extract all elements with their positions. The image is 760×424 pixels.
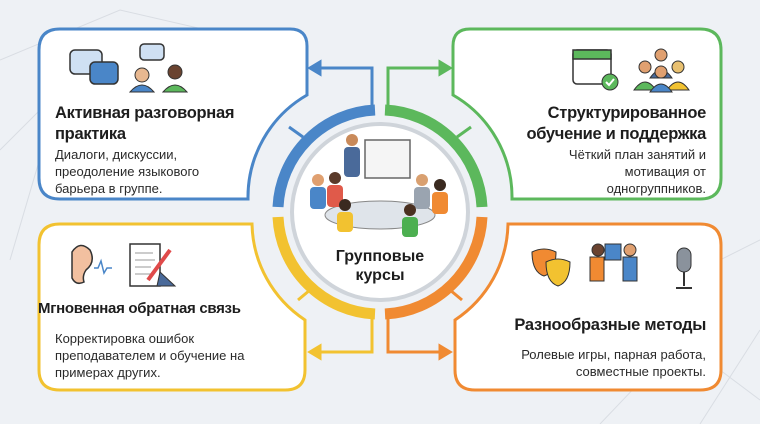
card-structured-title: Структурированное обучение и поддержка [526, 104, 706, 143]
document-pen-icon [129, 243, 177, 287]
card-speaking-description: Диалоги, дискуссии, преодоление языковог… [55, 147, 200, 196]
card-structured-frame [451, 27, 723, 201]
theater-masks-icon [531, 248, 571, 287]
card-feedback-frame [37, 222, 307, 392]
card-feedback-title: Мгновенная обратная связь [38, 300, 241, 317]
calendar-check-icon [572, 49, 619, 91]
center-title: Групповые курсы [335, 248, 425, 284]
card-methods-title: Разнообразные методы [514, 316, 706, 334]
card-methods-description: Ролевые игры, парная работа, совместные … [521, 347, 706, 379]
card-structured-description: Чёткий план занятий и мотивация от одног… [568, 147, 706, 196]
chat-bubbles-icon [69, 43, 165, 85]
card-speaking-title: Активная разговорная практика [55, 104, 235, 143]
people-talking-icon [128, 64, 189, 93]
handshake-puzzle-icon [589, 243, 638, 282]
ear-icon [71, 244, 112, 285]
center-ring [272, 104, 488, 320]
connector-arrows [288, 59, 472, 361]
card-methods-frame [453, 222, 723, 392]
microphone-icon [676, 247, 692, 289]
card-feedback-description: Корректировка ошибок преподавателем и об… [55, 331, 245, 380]
classroom-illustration-icon [310, 134, 448, 237]
cheering-group-icon [633, 48, 690, 93]
